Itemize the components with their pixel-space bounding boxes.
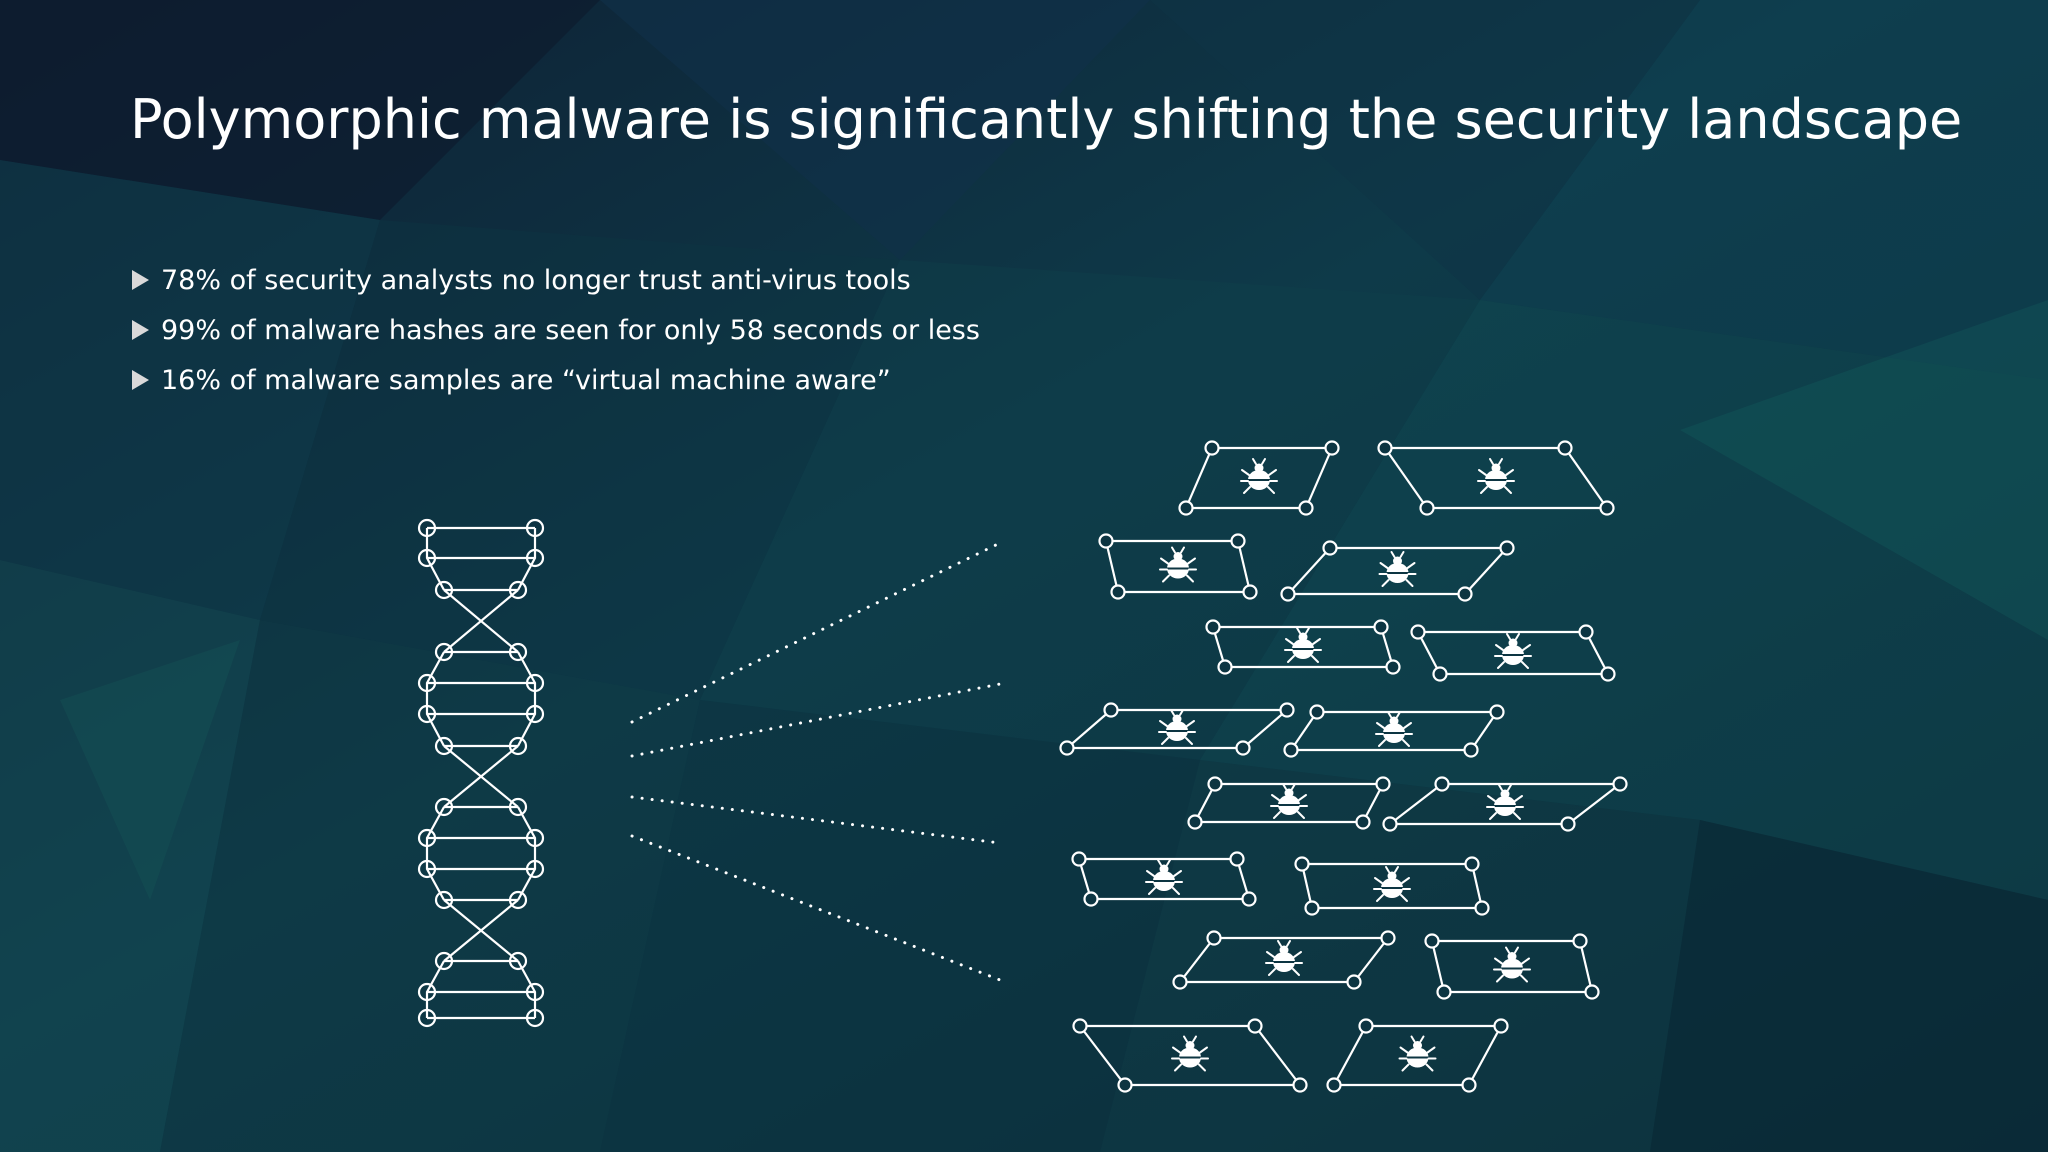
malware-card xyxy=(1172,930,1396,990)
bug-icon xyxy=(1375,711,1413,747)
bullet-item: 99% of malware hashes are seen for only … xyxy=(132,305,980,355)
slide-title: Polymorphic malware is significantly shi… xyxy=(130,88,1963,151)
malware-card xyxy=(1071,851,1257,907)
malware-card xyxy=(1382,776,1628,832)
bullet-list: 78% of security analysts no longer trust… xyxy=(132,255,980,405)
malware-card xyxy=(1326,1018,1509,1093)
malware-card xyxy=(1059,702,1295,756)
bug-icon xyxy=(1284,627,1322,663)
malware-card xyxy=(1294,856,1490,916)
bug-icon xyxy=(1159,546,1197,583)
bug-icon xyxy=(1171,1035,1209,1072)
bug-icon xyxy=(1398,1035,1437,1072)
triangle-right-icon xyxy=(132,270,149,290)
bullet-item: 78% of security analysts no longer trust… xyxy=(132,255,980,305)
malware-card xyxy=(1178,440,1340,516)
bug-icon xyxy=(1477,458,1515,494)
bug-icon xyxy=(1373,866,1411,902)
dotted-connectors xyxy=(630,541,1002,982)
malware-card xyxy=(1205,619,1401,675)
bug-icon xyxy=(1145,859,1183,895)
triangle-right-icon xyxy=(132,370,149,390)
bullet-item: 16% of malware samples are “virtual mach… xyxy=(132,355,980,405)
malware-card xyxy=(1410,624,1616,682)
bug-icon xyxy=(1265,940,1303,976)
malware-card xyxy=(1377,440,1615,516)
bug-icon xyxy=(1240,458,1278,494)
bug-icon xyxy=(1270,783,1308,819)
bug-icon xyxy=(1158,709,1196,745)
bug-icon xyxy=(1493,946,1531,983)
triangle-right-icon xyxy=(132,320,149,340)
dna-helix-icon xyxy=(417,518,545,1028)
malware-card xyxy=(1072,1018,1308,1093)
bullet-text: 99% of malware hashes are seen for only … xyxy=(161,314,980,346)
malware-card xyxy=(1424,933,1600,1000)
malware-card xyxy=(1280,540,1515,602)
bug-icon xyxy=(1486,784,1524,820)
malware-variants xyxy=(1059,440,1628,1093)
bug-icon xyxy=(1494,633,1532,669)
malware-card xyxy=(1098,533,1258,600)
bullet-text: 16% of malware samples are “virtual mach… xyxy=(161,364,891,396)
bug-icon xyxy=(1378,551,1417,587)
malware-card xyxy=(1283,704,1505,758)
bullet-text: 78% of security analysts no longer trust… xyxy=(161,264,911,296)
malware-card xyxy=(1187,776,1391,830)
